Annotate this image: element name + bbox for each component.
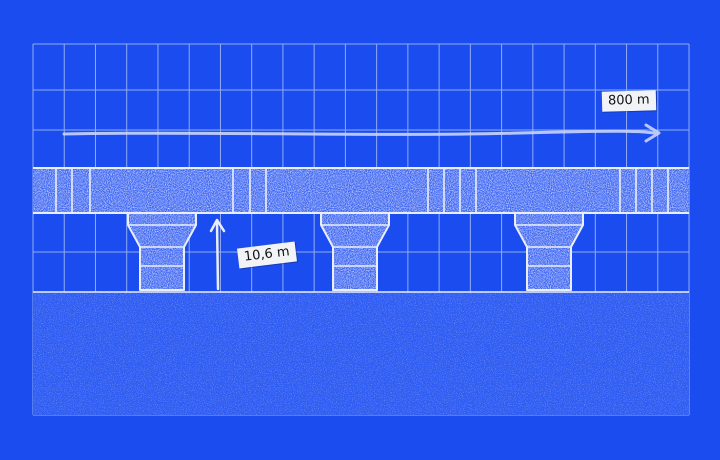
- bridge-pier: [320, 212, 390, 291]
- arrow-right-icon: [62, 123, 661, 143]
- bridge-deck: [33, 167, 689, 214]
- ground-block: [33, 291, 689, 415]
- bridge-pier: [127, 212, 197, 291]
- arrow-up-icon: [209, 218, 226, 291]
- bridge-piers: [127, 212, 584, 291]
- bridge-pier: [514, 212, 584, 291]
- bridge-length-label: 800 m: [601, 90, 656, 112]
